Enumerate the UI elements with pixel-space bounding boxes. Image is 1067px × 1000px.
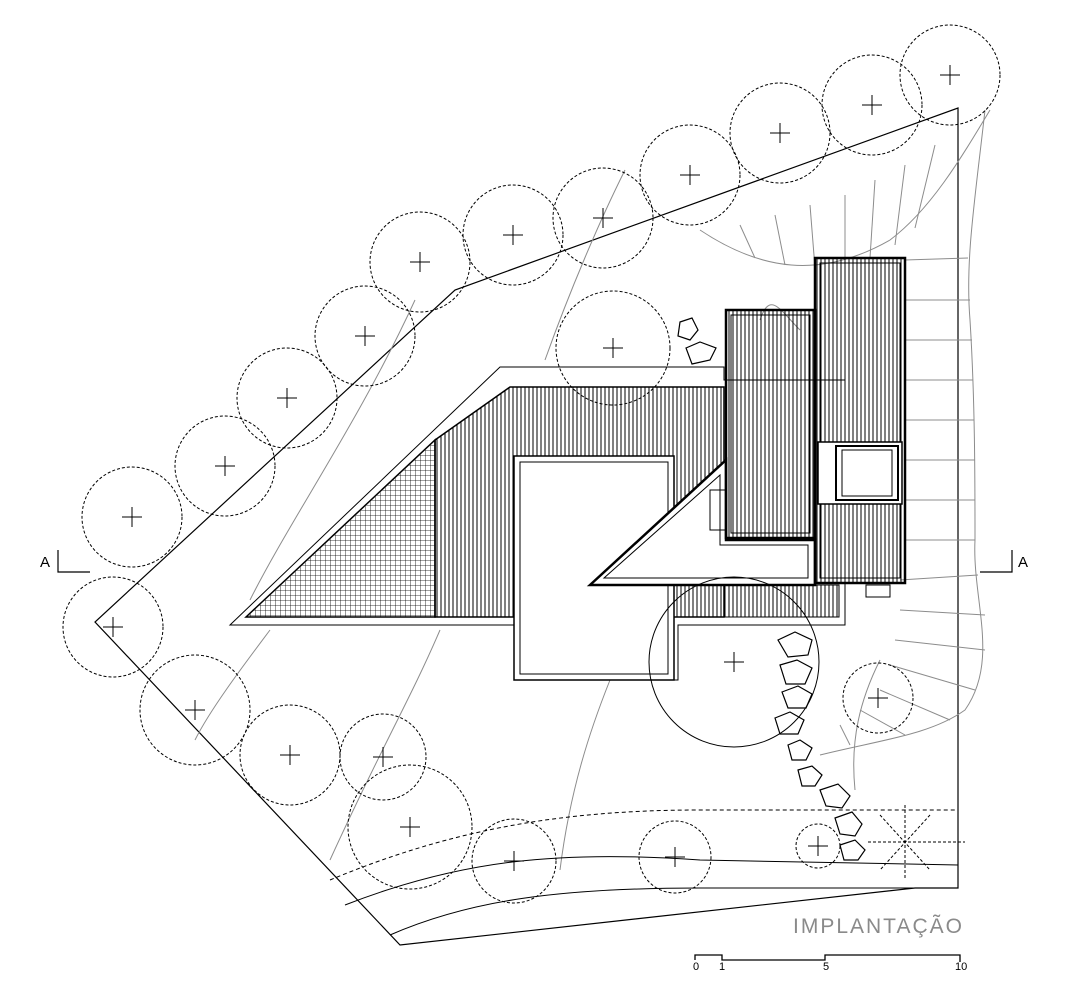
tree bbox=[821, 54, 923, 156]
tree bbox=[639, 124, 741, 226]
tree bbox=[648, 576, 820, 748]
tree bbox=[552, 167, 654, 269]
scale-label-5: 5 bbox=[823, 961, 830, 973]
compass-star-icon bbox=[868, 805, 965, 880]
tree bbox=[729, 82, 831, 184]
tower-block-right bbox=[813, 256, 907, 585]
section-marker-right: A bbox=[1018, 554, 1029, 571]
diagonal-wing bbox=[586, 457, 817, 587]
tree bbox=[139, 654, 251, 766]
stepping-stones bbox=[677, 317, 866, 861]
scale-label-10: 10 bbox=[955, 961, 968, 973]
tower-block-left bbox=[724, 308, 817, 540]
tree bbox=[314, 285, 416, 387]
section-cut-marks bbox=[57, 550, 1013, 573]
tree-centers bbox=[103, 65, 960, 871]
skylight bbox=[817, 441, 903, 505]
tree bbox=[62, 576, 164, 678]
tree bbox=[471, 818, 557, 904]
contour-lines bbox=[194, 109, 991, 871]
tree bbox=[369, 211, 471, 313]
drawing-title: IMPLANTAÇÃO bbox=[793, 915, 964, 938]
tree bbox=[81, 466, 183, 568]
scale-label-0: 0 bbox=[693, 961, 700, 973]
scale-bar bbox=[694, 954, 961, 962]
tree bbox=[899, 24, 1001, 126]
roof-strip bbox=[671, 584, 840, 618]
tree bbox=[462, 184, 564, 286]
slope-hatch bbox=[739, 144, 986, 746]
deck-grid-area bbox=[244, 438, 436, 618]
section-marker-left: A bbox=[40, 554, 51, 571]
scale-label-1: 1 bbox=[719, 961, 726, 973]
tree bbox=[638, 820, 712, 894]
tree bbox=[174, 415, 276, 517]
tree bbox=[555, 290, 671, 406]
tree bbox=[236, 347, 338, 449]
tree bbox=[339, 713, 427, 801]
tree bbox=[842, 662, 914, 734]
tree bbox=[795, 823, 841, 869]
tree bbox=[347, 764, 473, 890]
trees bbox=[62, 24, 1001, 904]
